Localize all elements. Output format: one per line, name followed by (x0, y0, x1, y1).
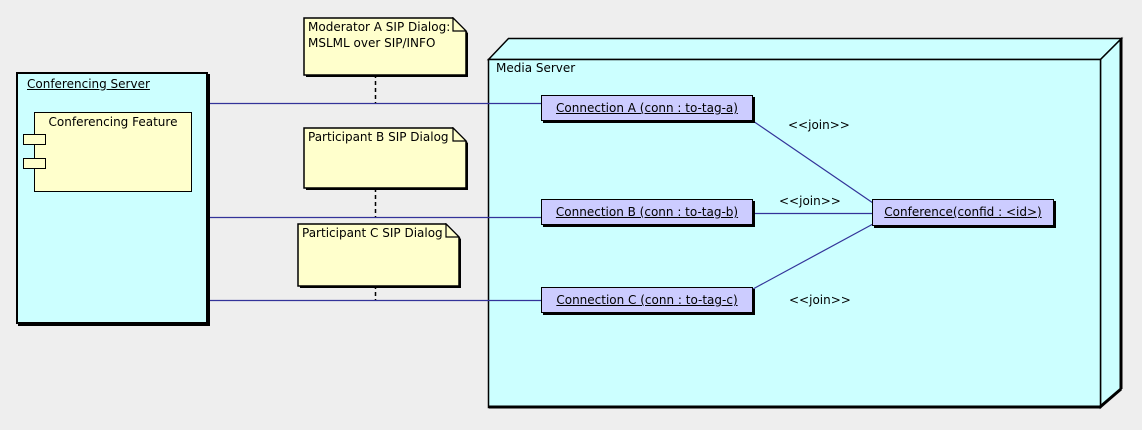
component-port-icon (23, 158, 46, 169)
note-body (303, 17, 467, 76)
note-shape (303, 17, 468, 77)
note-moderator-a-sip-dialog: Moderator A SIP Dialog: MSLML over SIP/I… (303, 17, 468, 77)
component-port-icon (23, 134, 46, 145)
note-shape (303, 127, 468, 190)
note-fold-icon (445, 223, 461, 238)
note-participant-b-sip-dialog: Participant B SIP Dialog (303, 127, 468, 190)
note-text-line: Participant C SIP Dialog (302, 226, 443, 240)
conference-label: Conference(confid : <id>) (884, 205, 1042, 219)
media-server-corner-shadow-edge (1099, 387, 1122, 409)
note-text-line: Moderator A SIP Dialog: (308, 20, 451, 34)
join-link-connection-a (752, 120, 874, 204)
connection-a-object: Connection A (conn : to-tag-a) (541, 95, 753, 121)
note-body (297, 223, 460, 287)
conferencing-feature-component: Conferencing Feature (23, 112, 192, 192)
media-server-hidden-edge (1100, 38, 1122, 60)
join-stereotype-a: <<join>> (788, 118, 850, 132)
note-participant-c-sip-dialog: Participant C SIP Dialog (297, 223, 461, 288)
connection-a-label: Connection A (conn : to-tag-a) (556, 101, 738, 115)
media-server-top-face (486, 37, 1124, 61)
connection-b-object: Connection B (conn : to-tag-b) (541, 199, 753, 225)
note-text: Participant C SIP Dialog (297, 223, 458, 243)
note-text: Participant B SIP Dialog (303, 127, 465, 147)
conferencing-server-title: Conferencing Server (27, 77, 150, 91)
media-server-right-face (1099, 36, 1123, 410)
note-fold-icon (452, 127, 468, 142)
note-body (303, 127, 467, 189)
connection-c-object: Connection C (conn : to-tag-c) (541, 287, 753, 313)
note-fold-icon (452, 17, 468, 32)
conferencing-feature-label: Conferencing Feature (48, 115, 178, 129)
join-stereotype-b: <<join>> (779, 194, 841, 208)
conference-object: Conference(confid : <id>) (872, 199, 1054, 226)
media-server-title: Media Server (496, 61, 576, 75)
note-shape (297, 223, 461, 288)
join-stereotype-c: <<join>> (789, 293, 851, 307)
note-text-line: MSLML over SIP/INFO (308, 36, 436, 50)
join-link-connection-c (752, 223, 874, 290)
note-text-line: Participant B SIP Dialog (308, 130, 449, 144)
conferencing-server-node: Conferencing Server Conferencing Feature (16, 72, 208, 324)
connection-b-label: Connection B (conn : to-tag-b) (555, 205, 739, 219)
connection-c-label: Connection C (conn : to-tag-c) (556, 293, 738, 307)
note-text: Moderator A SIP Dialog: MSLML over SIP/I… (303, 17, 465, 53)
